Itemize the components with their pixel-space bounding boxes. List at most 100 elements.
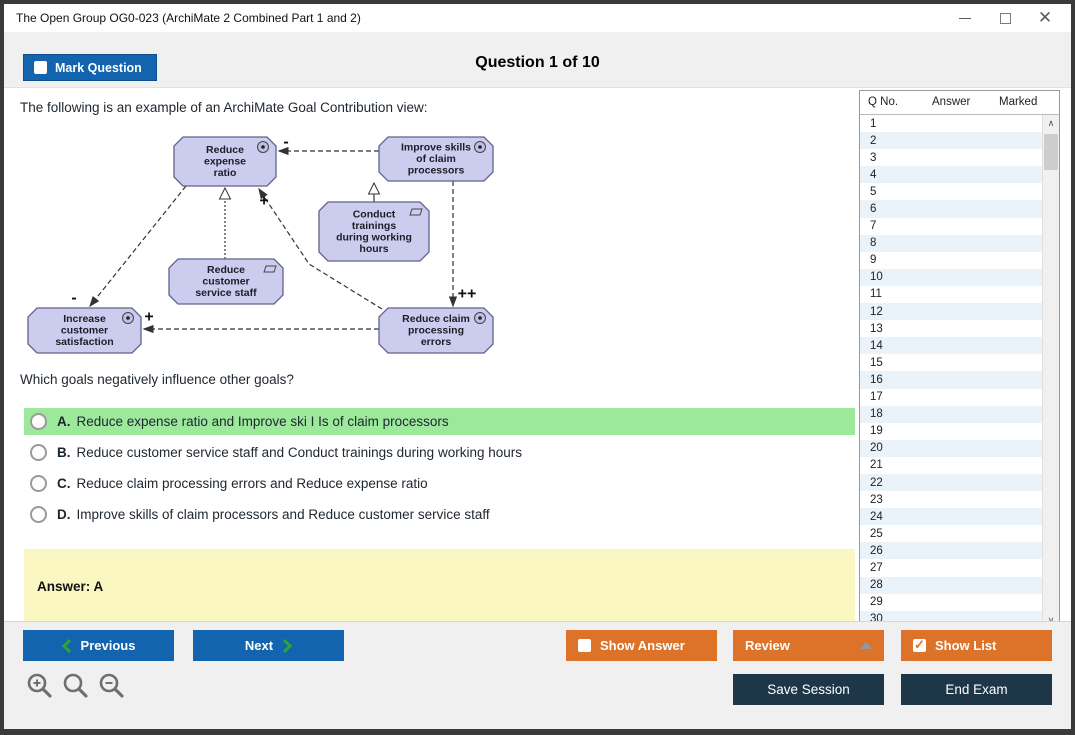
diagram-node-increase-customer-satisfaction (27, 307, 142, 354)
option-letter: A. (57, 414, 71, 429)
question-list-row[interactable]: 1 (860, 115, 1042, 132)
question-list-row[interactable]: 21 (860, 457, 1042, 474)
question-list-row[interactable]: 22 (860, 473, 1042, 492)
maximize-button[interactable] (985, 4, 1025, 32)
save-session-button[interactable]: Save Session (733, 674, 884, 705)
show-list-checkbox[interactable] (913, 637, 926, 653)
zoom-out-icon[interactable] (98, 672, 125, 699)
question-list-row[interactable]: 28 (860, 576, 1042, 594)
radio-button[interactable] (30, 444, 47, 461)
question-list-row[interactable]: 19 (860, 423, 1042, 440)
question-list-row[interactable]: 24 (860, 508, 1042, 526)
show-list-button[interactable]: Show List (901, 630, 1052, 661)
question-list-row[interactable]: 20 (860, 439, 1042, 457)
zoom-in-icon[interactable] (26, 672, 53, 699)
svg-text:Reduce: Reduce (207, 264, 245, 276)
question-list-row[interactable]: 6 (860, 200, 1042, 218)
question-list-row[interactable]: 9 (860, 252, 1042, 269)
question-number: 23 (870, 493, 883, 506)
question-list-row[interactable]: 18 (860, 405, 1042, 423)
footer-bar: Previous Next Show Answer Review Show Li… (4, 621, 1071, 729)
question-number: 12 (870, 305, 883, 318)
option-row-a[interactable]: A.Reduce expense ratio and Improve ski I… (24, 408, 855, 435)
question-number: 14 (870, 339, 883, 352)
option-text: Improve skills of claim processors and R… (76, 507, 490, 522)
mark-question-label: Mark Question (55, 60, 142, 75)
option-row-c[interactable]: C.Reduce claim processing errors and Red… (24, 470, 855, 497)
option-row-b[interactable]: B.Reduce customer service staff and Cond… (24, 439, 855, 466)
question-list-row[interactable]: 26 (860, 542, 1042, 560)
minimize-button[interactable] (945, 4, 985, 32)
question-list-row[interactable]: 3 (860, 149, 1042, 166)
question-list-row[interactable]: 12 (860, 303, 1042, 321)
deliverable-icon (409, 208, 423, 216)
svg-text:Reduce: Reduce (206, 144, 244, 156)
question-number: 27 (870, 561, 883, 574)
next-label: Next (244, 638, 274, 653)
mark-question-checkbox[interactable] (34, 61, 47, 74)
next-button[interactable]: Next (193, 630, 344, 661)
radio-button[interactable] (30, 475, 47, 492)
svg-text:trainings: trainings (352, 220, 396, 232)
radio-button[interactable] (30, 506, 47, 523)
answer-label: Answer: A (37, 579, 104, 594)
title-bar: The Open Group OG0-023 (ArchiMate 2 Comb… (4, 4, 1071, 32)
question-list-row[interactable]: 27 (860, 559, 1042, 576)
diagram-node-reduce-expense-ratio (173, 136, 277, 187)
svg-text:+: + (144, 309, 153, 326)
question-list-header: Q No. Answer Marked (860, 91, 1059, 115)
svg-text:of claim: of claim (416, 153, 456, 165)
question-number: 5 (870, 185, 877, 198)
svg-text:+: + (259, 193, 268, 210)
question-list-row[interactable]: 14 (860, 337, 1042, 355)
scroll-down-icon[interactable]: ∨ (1047, 614, 1055, 625)
option-row-d[interactable]: D.Improve skills of claim processors and… (24, 501, 855, 528)
question-number: 18 (870, 408, 883, 421)
question-list-row[interactable]: 23 (860, 491, 1042, 508)
search-icon[interactable] (62, 672, 89, 699)
question-number: 29 (870, 596, 883, 609)
end-exam-button[interactable]: End Exam (901, 674, 1052, 705)
previous-label: Previous (80, 638, 136, 653)
question-list-row[interactable]: 16 (860, 371, 1042, 389)
mark-question-button[interactable]: Mark Question (23, 54, 157, 81)
question-list-row[interactable]: 2 (860, 132, 1042, 150)
question-list-row[interactable]: 8 (860, 234, 1042, 252)
question-number: 13 (870, 322, 883, 335)
question-list-row[interactable]: 4 (860, 166, 1042, 184)
review-button[interactable]: Review (733, 630, 884, 661)
question-list-row[interactable]: 15 (860, 354, 1042, 371)
svg-text:customer: customer (202, 276, 249, 288)
scrollbar-thumb[interactable] (1044, 134, 1058, 170)
diagram-node-conduct-trainings (318, 201, 430, 262)
question-list-row[interactable]: 17 (860, 389, 1042, 406)
svg-text:ratio: ratio (214, 167, 237, 179)
question-list-row[interactable]: 25 (860, 525, 1042, 542)
question-number: 3 (870, 151, 877, 164)
question-number: 6 (870, 203, 877, 216)
zoom-toolbar (26, 672, 125, 699)
svg-text:Reduce claim: Reduce claim (402, 313, 470, 325)
close-button[interactable]: ✕ (1037, 8, 1053, 27)
scroll-up-icon[interactable]: ∧ (1047, 117, 1055, 128)
svg-text:Conduct: Conduct (353, 208, 396, 220)
question-list-row[interactable]: 5 (860, 183, 1042, 200)
question-list-row[interactable]: 11 (860, 286, 1042, 303)
radio-button[interactable] (30, 413, 47, 430)
option-letter: C. (57, 476, 71, 491)
question-list-row[interactable]: 10 (860, 268, 1042, 286)
question-list-row[interactable]: 7 (860, 218, 1042, 235)
show-answer-button[interactable]: Show Answer (566, 630, 717, 661)
question-list-scrollbar[interactable]: ∧ ∨ (1042, 115, 1059, 628)
svg-text:Increase: Increase (63, 313, 106, 325)
previous-button[interactable]: Previous (23, 630, 174, 661)
show-answer-checkbox[interactable] (578, 639, 591, 652)
question-list-row[interactable]: 29 (860, 594, 1042, 611)
question-list-row[interactable]: 13 (860, 320, 1042, 337)
diagram-node-improve-skills (378, 136, 494, 182)
review-label: Review (745, 638, 790, 653)
